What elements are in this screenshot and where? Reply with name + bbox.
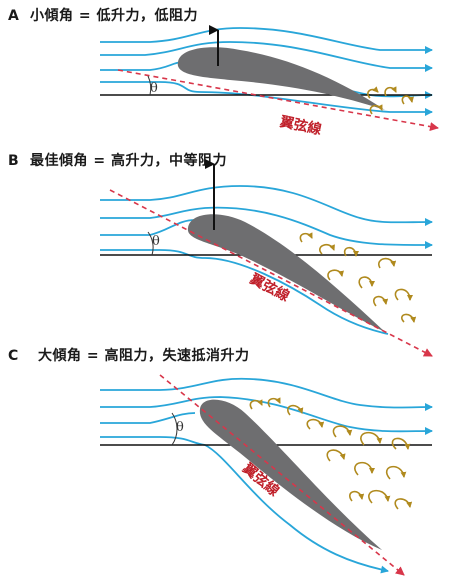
- vortex: [299, 232, 313, 243]
- streamline: [100, 27, 433, 54]
- panel-a-angle-symbol: θ: [150, 81, 158, 96]
- panel-b-angle-arc: [147, 231, 154, 256]
- streamline: [100, 377, 433, 412]
- panel-a-angle-arc: [147, 75, 152, 96]
- panel-c-vortices: [249, 397, 413, 510]
- panel-b-letter: B: [8, 153, 20, 169]
- streamline: [100, 412, 196, 424]
- vortex: [391, 437, 411, 450]
- vortex: [373, 295, 389, 307]
- panel-b: B 最佳傾角 = 高升力，中等阻力 θ 翼弦線: [0, 150, 454, 357]
- vortex: [327, 269, 344, 281]
- vortex: [326, 449, 346, 462]
- streamline: [100, 249, 389, 335]
- streamline: [100, 81, 433, 116]
- vortex: [354, 461, 375, 476]
- panel-c-angle-symbol: θ: [176, 420, 184, 435]
- streamline: [100, 396, 433, 436]
- panel-a-title: A 小傾角 = 低升力，低阻力: [8, 5, 198, 25]
- panel-c-letter: C: [8, 348, 19, 364]
- streamline: [100, 436, 389, 574]
- vortex: [369, 104, 383, 115]
- vortex: [394, 288, 413, 301]
- vortex: [401, 313, 417, 323]
- panel-b-chord-line: [109, 189, 433, 357]
- vortex: [368, 489, 391, 504]
- panel-a-diagram: θ 翼弦線: [100, 25, 439, 139]
- vortex: [349, 490, 365, 502]
- vortex: [287, 404, 304, 416]
- panel-b-airfoil: [187, 214, 385, 332]
- vortex: [319, 243, 335, 255]
- panel-c-caption: 大傾角 = 高阻力，失速抵消升力: [38, 348, 250, 364]
- panel-c-airfoil: [199, 399, 382, 550]
- panel-a-letter: A: [8, 8, 20, 24]
- panel-a-chord-label: 翼弦線: [277, 113, 323, 139]
- panel-c-diagram: θ 翼弦線: [100, 374, 433, 576]
- vortex: [358, 276, 375, 289]
- vortex: [332, 425, 353, 438]
- vortex: [401, 95, 414, 105]
- vortex: [343, 246, 359, 257]
- streamline: [100, 219, 196, 236]
- vortex: [386, 465, 407, 480]
- vortex: [394, 498, 413, 510]
- streamline: [100, 185, 433, 227]
- panel-a-caption: 小傾角 = 低升力，低阻力: [30, 8, 198, 24]
- panel-a-chord-line: [117, 69, 439, 132]
- vortex: [306, 418, 325, 430]
- panel-c: C 大傾角 = 高阻力，失速抵消升力 θ 翼弦線: [0, 345, 454, 579]
- panel-a: A 小傾角 = 低升力，低阻力: [0, 0, 454, 150]
- vortex: [249, 399, 263, 410]
- panel-b-title: B 最佳傾角 = 高升力，中等阻力: [8, 150, 227, 170]
- panel-c-angle-arc: [171, 412, 178, 446]
- panel-a-airfoil: [177, 47, 385, 110]
- panel-b-vortices: [299, 232, 417, 323]
- vortex: [267, 397, 281, 408]
- panel-b-angle-symbol: θ: [152, 234, 160, 249]
- vortex: [378, 257, 397, 269]
- streamline: [100, 41, 433, 72]
- vortex: [360, 431, 383, 446]
- vortex: [367, 86, 379, 99]
- panel-a-vortices: [367, 86, 414, 115]
- panel-b-diagram: θ 翼弦線: [100, 159, 433, 357]
- panel-c-streamlines: [100, 377, 433, 574]
- panel-b-caption: 最佳傾角 = 高升力，中等阻力: [30, 153, 227, 169]
- panel-c-title: C 大傾角 = 高阻力，失速抵消升力: [8, 345, 249, 365]
- vortex: [384, 86, 397, 97]
- streamline: [100, 206, 433, 250]
- panel-c-chord-line: [159, 374, 405, 576]
